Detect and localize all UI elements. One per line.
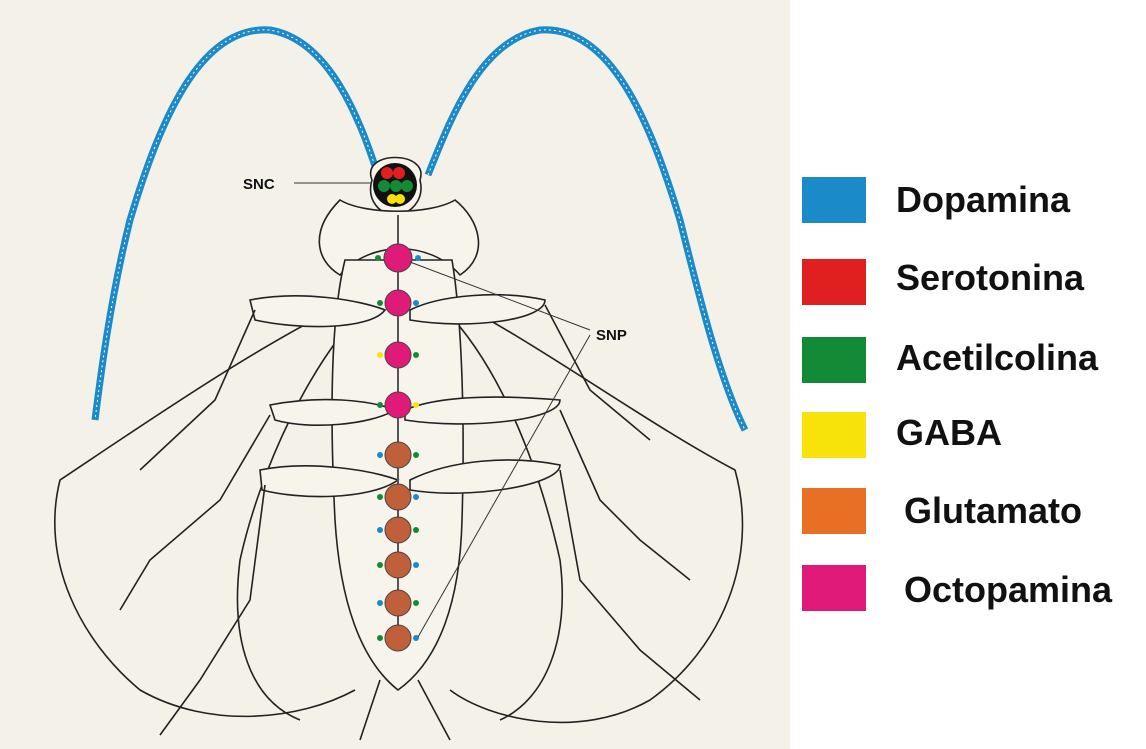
legend-swatch-glutamato	[802, 488, 866, 534]
cockroach-illustration: SNC SNP	[0, 0, 790, 749]
legend-swatch-acetilcolina	[802, 337, 866, 383]
legend-swatch-dopamina	[802, 177, 866, 223]
legend-swatch-gaba	[802, 412, 866, 458]
legend-item-serotonina: Serotonina	[800, 253, 1146, 313]
legend-swatch-octopamina	[802, 565, 866, 611]
snp-label: SNP	[596, 327, 627, 344]
legend-label-glutamato: Glutamato	[904, 488, 1082, 534]
legend-label-octopamina: Octopamina	[904, 567, 1112, 613]
legend-item-dopamina: Dopamina	[800, 173, 1146, 233]
legend-label-gaba: GABA	[896, 410, 1002, 456]
legend-item-octopamina: Octopamina	[800, 563, 1146, 623]
legend-label-dopamina: Dopamina	[896, 177, 1070, 223]
legend-label-serotonina: Serotonina	[896, 255, 1084, 301]
legend-item-gaba: GABA	[800, 408, 1146, 468]
legend-item-glutamato: Glutamato	[800, 486, 1146, 546]
brain-ganglia	[373, 163, 417, 207]
legend-swatch-serotonina	[802, 259, 866, 305]
legend-item-acetilcolina: Acetilcolina	[800, 333, 1146, 393]
legend-label-acetilcolina: Acetilcolina	[896, 335, 1098, 381]
snc-label: SNC	[243, 176, 275, 193]
